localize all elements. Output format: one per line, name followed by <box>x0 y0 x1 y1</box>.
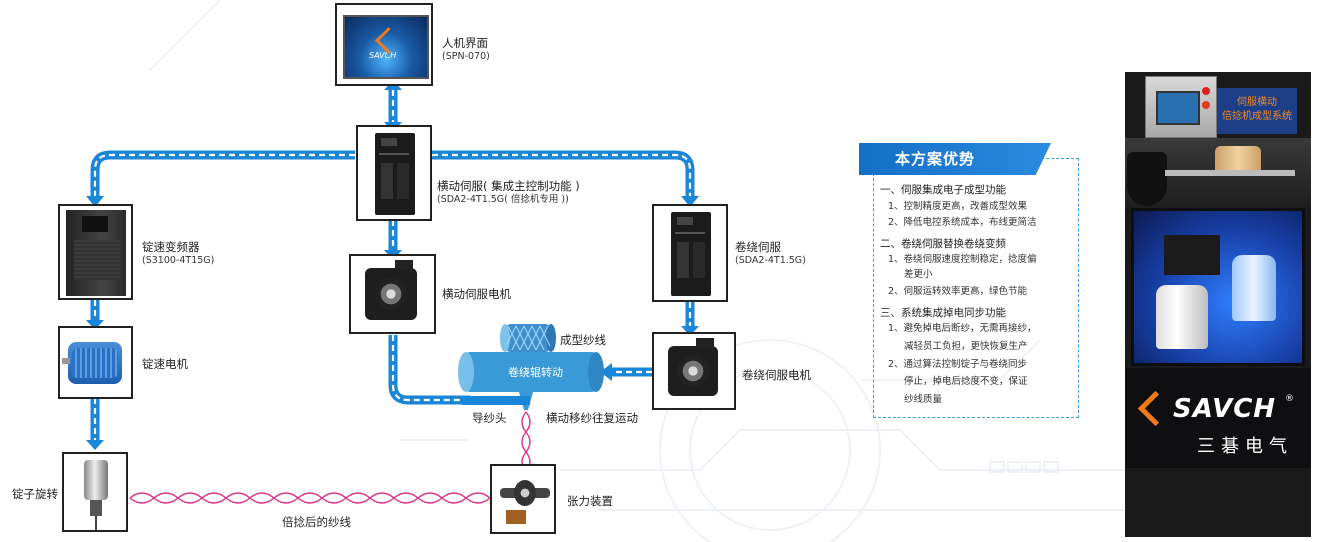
hmi-logo-text: SAVCH <box>369 51 397 60</box>
yarn-guide-label: 导纱头 <box>472 411 507 425</box>
adv-item: 2、伺服运转效率更高，绿色节能 <box>888 286 1028 297</box>
package-label: 成型纱线 <box>560 333 606 347</box>
machine-brand-panel: SAVCH ® 三碁电气 <box>1125 368 1311 468</box>
drive-body <box>375 133 415 215</box>
spindle-inverter-label: 锭速变频器 (S3100-4T15G) <box>142 240 214 268</box>
machine-winding-area <box>1125 138 1311 208</box>
adv-item: 停止，掉电后捻度不变，保证 <box>904 376 1028 387</box>
spindle-motor-label: 锭速电机 <box>142 357 188 371</box>
traverse-motion-label: 横动移纱往复运动 <box>546 411 638 425</box>
roller-label: 卷绕辊转动 <box>508 366 563 379</box>
traverse-motor-device <box>349 254 436 334</box>
spindle-inverter-name: 锭速变频器 <box>142 240 200 254</box>
spindle-inverter-model: (S3100-4T15G) <box>142 255 215 266</box>
spindle-rotation-label: 锭子旋转 <box>12 487 58 501</box>
inverter-body <box>66 210 126 296</box>
hmi-screen: SAVCH <box>343 15 429 79</box>
adv-item: 差更小 <box>904 269 933 280</box>
traverse-drive-name: 横动伺服( 集成主控制功能 ) <box>437 179 580 193</box>
traverse-motor-label: 横动伺服电机 <box>442 287 511 301</box>
adv-item: 1、控制精度更高，改善成型效果 <box>888 201 1028 212</box>
advantages-title: 本方案优势 <box>859 143 1051 175</box>
hmi-model: (SPN-070) <box>442 51 490 62</box>
spindle-device <box>62 452 128 532</box>
spindle-inverter-device <box>58 204 133 300</box>
machine-brand-en: SAVCH <box>1173 394 1277 424</box>
hmi-logo-icon <box>375 27 402 54</box>
adv-heading-3: 三、系统集成掉电同步功能 <box>880 307 1006 319</box>
machine-photo: 伺服横动 倍捻机成型系统 SAVCH ® 三碁电气 <box>1125 72 1311 537</box>
adv-heading-1: 一、伺服集成电子成型功能 <box>880 184 1006 196</box>
tension-device <box>490 464 556 534</box>
motor-body <box>668 346 718 396</box>
machine-screen <box>1156 91 1200 125</box>
adv-item: 1、避免掉电后断纱，无需再接纱， <box>888 323 1037 334</box>
motor-body <box>365 268 417 320</box>
spindle-motor-device <box>58 326 133 399</box>
winding-drive-label: 卷绕伺服 (SDA2-4T1.5G) <box>735 240 806 268</box>
machine-sign: 伺服横动 倍捻机成型系统 <box>1217 88 1297 134</box>
winding-motor-device <box>652 332 736 410</box>
hmi-device: SAVCH <box>335 3 433 86</box>
hmi-name: 人机界面 <box>442 36 488 50</box>
drive-body <box>671 212 711 296</box>
machine-sign-line1: 伺服横动 <box>1237 97 1277 108</box>
hmi-label: 人机界面 (SPN-070) <box>442 36 490 64</box>
adv-item: 2、降低电控系统成本，布线更简洁 <box>888 217 1037 228</box>
motor-body <box>68 342 122 384</box>
adv-item: 2、通过算法控制锭子与卷绕同步 <box>888 359 1028 370</box>
spindle-body <box>84 460 108 500</box>
adv-heading-2: 二、卷绕伺服替换卷绕变频 <box>880 238 1006 250</box>
adv-item: 纱线质量 <box>904 394 943 405</box>
machine-sign-line2: 倍捻机成型系统 <box>1222 111 1292 122</box>
tension-device-label: 张力装置 <box>567 494 613 508</box>
machine-cabinet <box>1131 208 1305 366</box>
machine-top-panel <box>1145 76 1217 138</box>
winding-drive-model: (SDA2-4T1.5G) <box>735 255 806 266</box>
traverse-drive-model: (SDA2-4T1.5G( 倍捻机专用 )) <box>437 194 569 205</box>
twisted-yarn-label: 倍捻后的纱线 <box>282 515 351 529</box>
winding-drive-device <box>652 204 728 302</box>
winding-drive-name: 卷绕伺服 <box>735 240 781 254</box>
savch-logo-icon <box>1137 390 1174 427</box>
adv-item: 1、卷绕伺服速度控制稳定，捻度偏 <box>888 254 1037 265</box>
traverse-drive-label: 横动伺服( 集成主控制功能 ) (SDA2-4T1.5G( 倍捻机专用 )) <box>437 179 580 207</box>
traverse-drive-device <box>356 125 432 221</box>
machine-brand-registered: ® <box>1285 394 1294 404</box>
machine-brand-cn: 三碁电气 <box>1197 436 1293 457</box>
adv-item: 减轻员工负担，更快恢复生产 <box>904 341 1028 352</box>
winding-motor-label: 卷绕伺服电机 <box>742 368 811 382</box>
